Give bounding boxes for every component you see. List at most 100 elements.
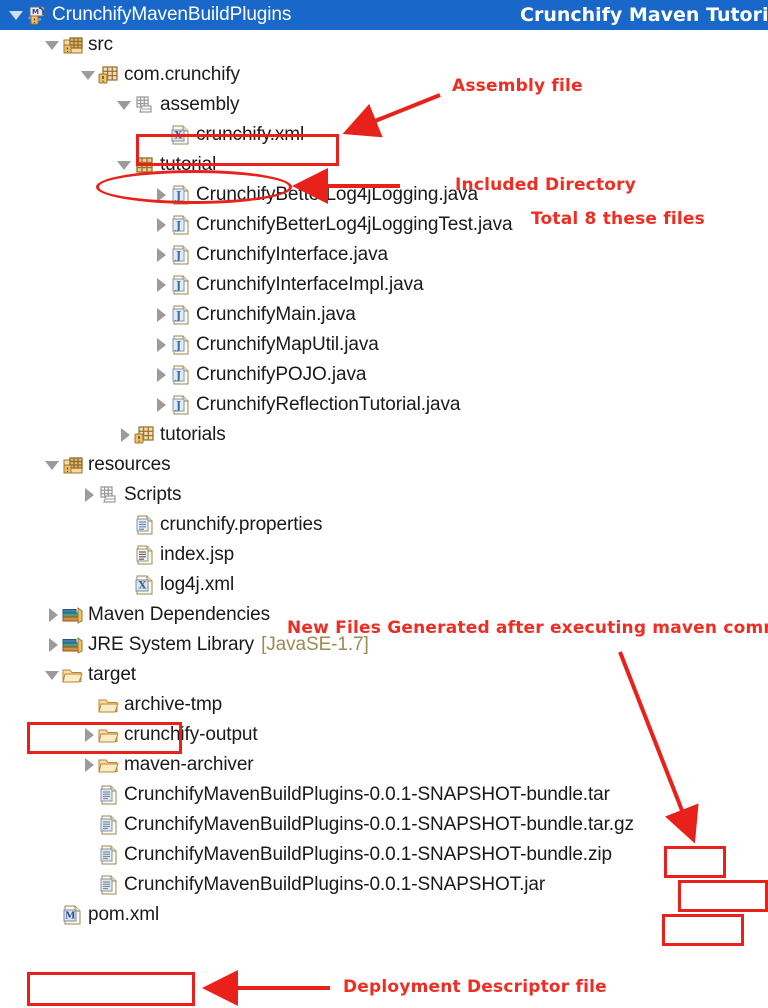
disclosure-spacer [116, 516, 134, 534]
disclosure-triangle-collapsed[interactable] [44, 606, 62, 624]
package-warning-icon [134, 425, 156, 445]
disclosure-spacer [152, 126, 170, 144]
tree-row[interactable]: CrunchifyMavenBuildPlugins-0.0.1-SNAPSHO… [0, 780, 768, 810]
tree-row[interactable]: target [0, 660, 768, 690]
svg-text:X: X [139, 581, 147, 592]
tree-row[interactable]: com.crunchify [0, 60, 768, 90]
tree-row-label: assembly [160, 94, 240, 115]
tree-row[interactable]: CrunchifyMavenBuildPlugins-0.0.1-SNAPSHO… [0, 810, 768, 840]
tree-row-label: log4j.xml [160, 574, 235, 595]
svg-text:J: J [175, 339, 181, 352]
tree-row[interactable]: CrunchifyMavenBuildPlugins-0.0.1-SNAPSHO… [0, 840, 768, 870]
tree-row[interactable]: archive-tmp [0, 690, 768, 720]
svg-text:J: J [175, 309, 181, 322]
disclosure-triangle-expanded[interactable] [116, 156, 134, 174]
tree-row-label: CrunchifyPOJO.java [196, 364, 367, 385]
disclosure-triangle-collapsed[interactable] [152, 336, 170, 354]
tree-row-label: src [88, 34, 114, 55]
xml-file-icon: X [134, 575, 156, 595]
tree-row[interactable]: J CrunchifyInterface.java [0, 240, 768, 270]
svg-text:J: J [175, 249, 181, 262]
tree-row-label: tutorial [160, 154, 217, 175]
disclosure-triangle-collapsed[interactable] [152, 186, 170, 204]
disclosure-triangle-collapsed[interactable] [80, 756, 98, 774]
disclosure-triangle-collapsed[interactable] [152, 396, 170, 414]
disclosure-triangle-collapsed[interactable] [152, 216, 170, 234]
tree-row[interactable]: J CrunchifyMain.java [0, 300, 768, 330]
tree-row-label: crunchify-output [124, 724, 258, 745]
tree-row[interactable]: J CrunchifyMapUtil.java [0, 330, 768, 360]
disclosure-triangle-collapsed[interactable] [152, 366, 170, 384]
tree-row-label: JRE System Library [88, 634, 255, 655]
tree-row-label: CrunchifyMavenBuildPlugins-0.0.1-SNAPSHO… [124, 784, 610, 805]
source-folder-icon [62, 35, 84, 55]
java-file-icon: J [170, 365, 192, 385]
disclosure-triangle-expanded[interactable] [8, 6, 26, 24]
svg-text:J: J [175, 399, 181, 412]
svg-text:J: J [175, 369, 181, 382]
disclosure-spacer [80, 846, 98, 864]
tree-row[interactable]: J CrunchifyPOJO.java [0, 360, 768, 390]
tree-row-label: CrunchifyMapUtil.java [196, 334, 379, 355]
generic-file-icon [98, 845, 120, 865]
disclosure-spacer [44, 906, 62, 924]
tree-row[interactable]: tutorial [0, 150, 768, 180]
java-file-icon: J [170, 305, 192, 325]
disclosure-spacer [116, 546, 134, 564]
tree-row[interactable]: maven-archiver [0, 750, 768, 780]
tree-row[interactable]: JRE System Library[JavaSE-1.7] [0, 630, 768, 660]
tree-row[interactable]: assembly [0, 90, 768, 120]
tree-row-label: Scripts [124, 484, 182, 505]
tree-row[interactable]: Maven Dependencies [0, 600, 768, 630]
disclosure-triangle-collapsed[interactable] [80, 726, 98, 744]
tree-row-label: CrunchifyMavenBuildPlugins-0.0.1-SNAPSHO… [124, 874, 546, 895]
tree-row[interactable]: crunchify-output [0, 720, 768, 750]
svg-text:M: M [65, 911, 76, 922]
java-file-icon: J [170, 395, 192, 415]
disclosure-spacer [80, 876, 98, 894]
tree-row[interactable]: src [0, 30, 768, 60]
disclosure-triangle-collapsed[interactable] [152, 276, 170, 294]
tree-row[interactable]: crunchify.properties [0, 510, 768, 540]
disclosure-triangle-collapsed[interactable] [44, 636, 62, 654]
tree-row-label: CrunchifyMain.java [196, 304, 356, 325]
tree-row-label: Maven Dependencies [88, 604, 270, 625]
java-file-icon: J [170, 245, 192, 265]
disclosure-triangle-expanded[interactable] [44, 666, 62, 684]
disclosure-triangle-expanded[interactable] [116, 96, 134, 114]
tree-row-label: archive-tmp [124, 694, 223, 715]
svg-text:J: J [175, 219, 181, 232]
tree-row-label: index.jsp [160, 544, 235, 565]
disclosure-triangle-collapsed[interactable] [80, 486, 98, 504]
tree-row[interactable]: index.jsp [0, 540, 768, 570]
tree-row-label: CrunchifyInterface.java [196, 244, 389, 265]
tree-row[interactable]: Scripts [0, 480, 768, 510]
tree-row[interactable]: resources [0, 450, 768, 480]
disclosure-triangle-expanded[interactable] [44, 36, 62, 54]
disclosure-triangle-expanded[interactable] [44, 456, 62, 474]
folder-icon [98, 725, 120, 745]
tree-row[interactable]: CrunchifyMavenBuildPlugins-0.0.1-SNAPSHO… [0, 870, 768, 900]
java-file-icon: J [170, 275, 192, 295]
disclosure-triangle-collapsed[interactable] [152, 246, 170, 264]
tree-row-label: tutorials [160, 424, 226, 445]
properties-file-icon [134, 515, 156, 535]
java-file-icon: J [170, 215, 192, 235]
disclosure-triangle-expanded[interactable] [80, 66, 98, 84]
disclosure-triangle-collapsed[interactable] [116, 426, 134, 444]
tree-row[interactable]: tutorials [0, 420, 768, 450]
folder-icon [98, 755, 120, 775]
tree-row-label: maven-archiver [124, 754, 254, 775]
svg-text:J: J [175, 189, 181, 202]
package-icon [134, 155, 156, 175]
generic-file-icon [98, 875, 120, 895]
disclosure-triangle-collapsed[interactable] [152, 306, 170, 324]
